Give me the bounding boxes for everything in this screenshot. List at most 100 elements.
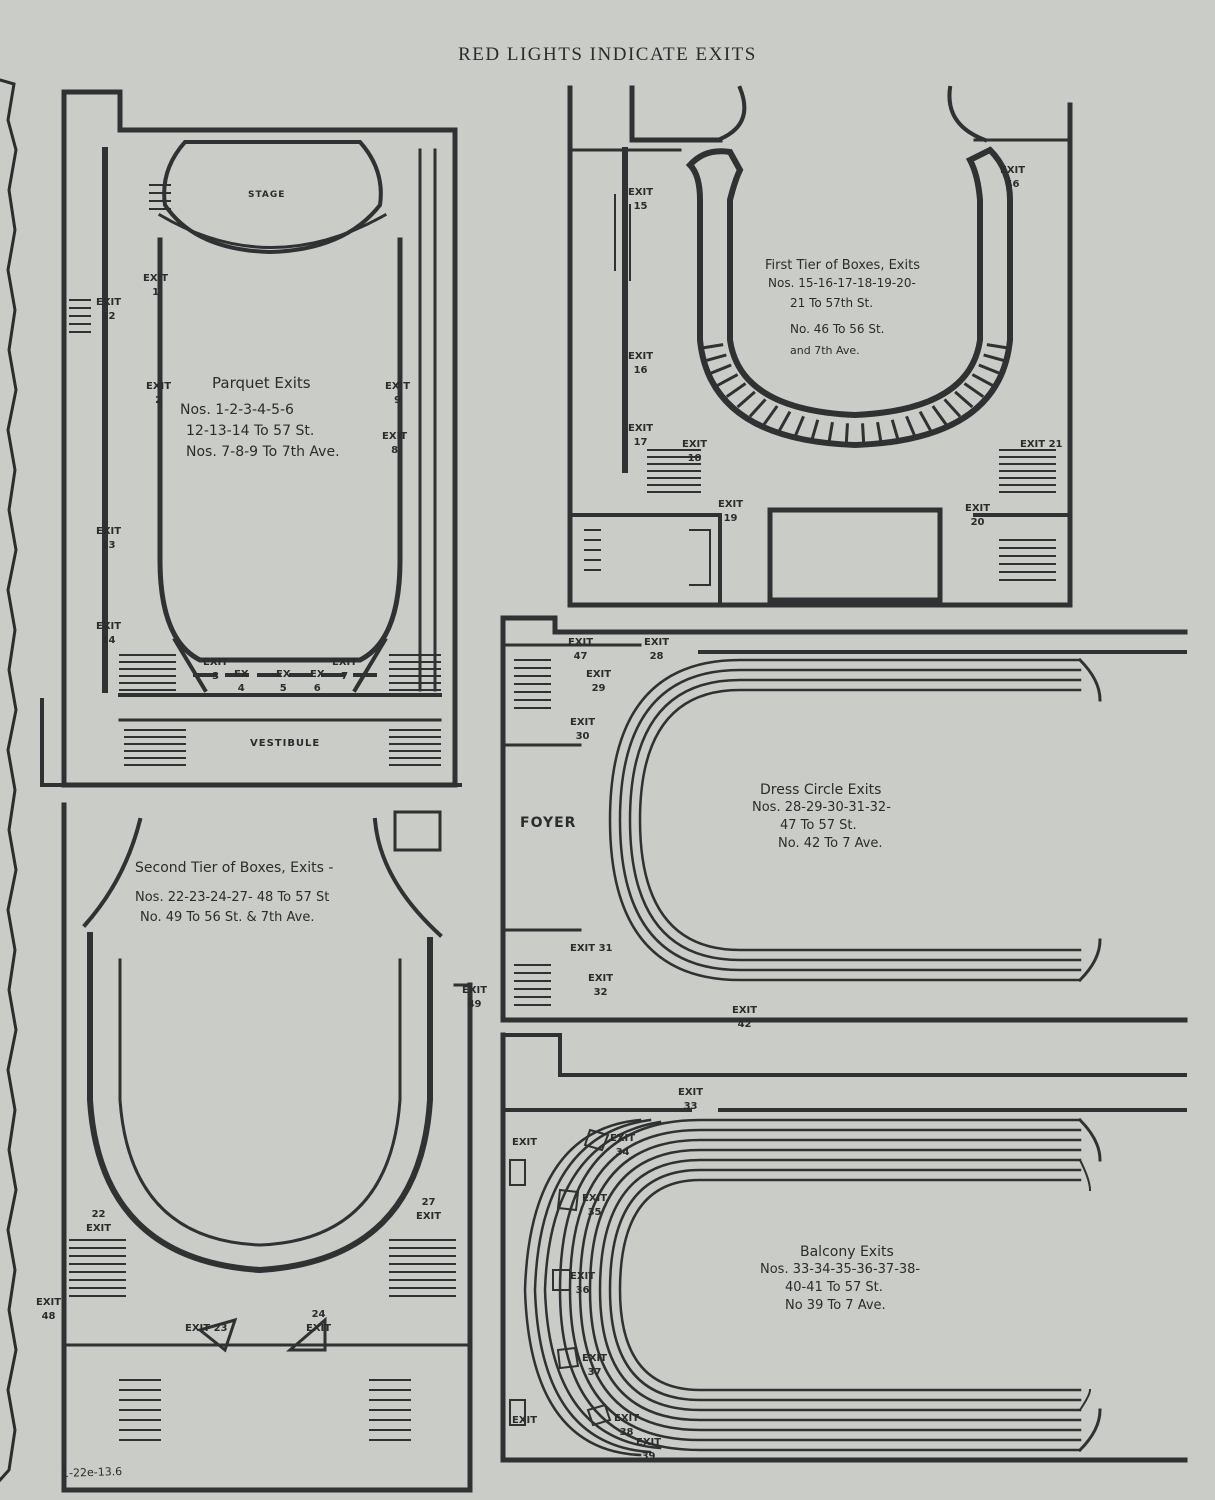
first-tier-line-4: and 7th Ave.: [790, 344, 860, 357]
exit-40-label: EXIT: [512, 1137, 538, 1148]
box-partition: [986, 343, 1010, 350]
first-tier-box-partitions: [700, 343, 1010, 447]
second-tier-line-1: Nos. 22-23-24-27- 48 To 57 St: [135, 890, 330, 905]
box-partition: [809, 419, 820, 443]
exit-23-label: EXIT 23: [185, 1323, 228, 1334]
stage-label: STAGE: [248, 190, 286, 200]
first-tier-horseshoe: [685, 85, 1013, 449]
balcony-line-3: No 39 To 7 Ave.: [785, 1298, 886, 1313]
box-partition: [716, 373, 739, 387]
page-heading: RED LIGHTS INDICATE EXITS: [458, 44, 757, 65]
first-tier-title: First Tier of Boxes, Exits: [765, 258, 920, 273]
exit-21-label: EXIT 21: [1020, 439, 1063, 450]
vestibule-label: VESTIBULE: [250, 738, 321, 749]
dress-circle-line-1: Nos. 28-29-30-31-32-: [752, 800, 891, 815]
first-tier-plan: [567, 85, 1073, 608]
parquet-stairs: [69, 184, 441, 766]
balcony-title: Balcony Exits: [800, 1244, 894, 1260]
box-partition: [777, 410, 792, 433]
parquet-exits-line-1: Nos. 1-2-3-4-5-6: [180, 402, 294, 418]
balcony-outer-tiers: [509, 1118, 662, 1457]
box-partition: [725, 382, 747, 398]
exit-31-label: EXIT 31: [570, 943, 613, 954]
second-tier-title: Second Tier of Boxes, Exits -: [135, 860, 334, 876]
box-partition: [943, 398, 962, 418]
balcony-plan: [500, 1032, 1188, 1463]
box-partition: [748, 398, 767, 418]
first-tier-line-1: Nos. 15-16-17-18-19-20-: [768, 276, 916, 290]
archive-note: 1-22e-13.6: [61, 1464, 123, 1481]
box-partition: [876, 421, 883, 446]
first-tier-line-2: 21 To 57th St.: [790, 296, 874, 310]
dress-circle-title: Dress Circle Exits: [760, 782, 882, 798]
box-partition: [709, 363, 732, 375]
parquet-exits-title: Parquet Exits: [212, 374, 311, 392]
balcony-line-2: 40-41 To 57 St.: [785, 1280, 883, 1295]
parquet-auditorium: [118, 237, 442, 722]
box-partition: [844, 423, 849, 447]
dress-circle-plan: [500, 615, 1188, 1023]
parquet-plan: [40, 89, 462, 788]
parquet-exits-line-2: 12-13-14 To 57 St.: [186, 423, 315, 439]
box-partition: [827, 421, 834, 446]
box-partition: [762, 405, 779, 426]
box-partition: [963, 382, 985, 398]
first-tier-stairs: [647, 449, 1056, 581]
box-partition: [890, 419, 901, 443]
box-partition: [954, 390, 974, 409]
second-tier-line-2: No. 49 To 56 St. & 7th Ave.: [140, 910, 315, 925]
exit-41-label: EXIT: [512, 1415, 538, 1426]
dress-circle-tiers: [608, 657, 1102, 983]
box-partition: [918, 410, 933, 433]
box-partition: [700, 343, 724, 350]
box-partition: [793, 415, 805, 439]
parquet-exits-line-3: Nos. 7-8-9 To 7th Ave.: [186, 444, 340, 460]
box-partition: [703, 353, 727, 363]
box-partition: [736, 390, 756, 409]
dress-circle-line-2: 47 To 57 St.: [780, 818, 857, 833]
second-tier-stairs: [69, 1239, 456, 1441]
foyer-label: FOYER: [520, 815, 577, 831]
first-tier-line-3: No. 46 To 56 St.: [790, 322, 885, 336]
box-partition: [905, 415, 917, 439]
parquet-exit-markers: [157, 297, 403, 473]
box-partition: [983, 353, 1007, 363]
